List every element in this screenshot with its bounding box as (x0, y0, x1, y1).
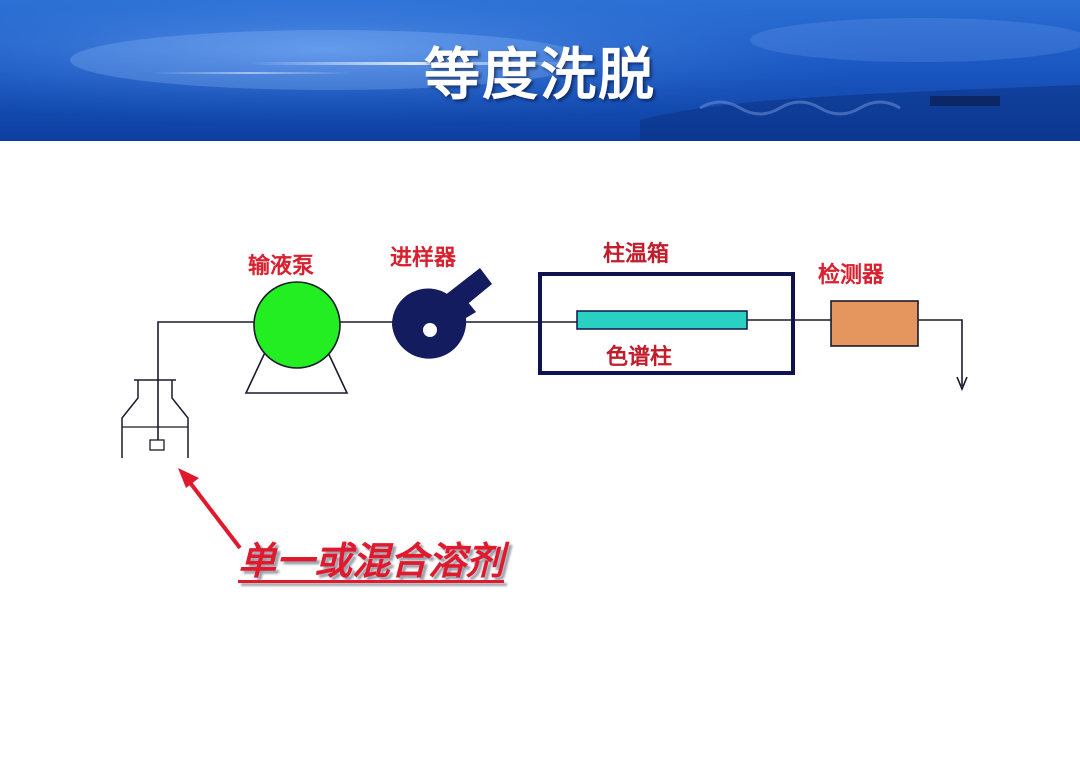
chromatography-column (576, 310, 748, 330)
solvent-label: 单一或混合溶剂 (238, 539, 505, 583)
detector-box (830, 300, 919, 347)
solvent-bottle-icon (121, 379, 189, 458)
pump-label: 输液泵 (248, 254, 315, 279)
waste-arrow-head (956, 376, 968, 392)
detector-label: 检测器 (818, 263, 885, 288)
injector-icon (391, 268, 492, 359)
tubing-solvent-to-pump (157, 321, 255, 440)
solvent-pointer-arrow (178, 468, 242, 550)
title-banner: 等度洗脱 (0, 0, 1080, 141)
column-label: 色谱柱 (606, 345, 673, 370)
page-title: 等度洗脱 (424, 42, 656, 108)
banner-background-art (0, 0, 1080, 141)
pump-icon (244, 281, 349, 394)
column-oven-box (538, 272, 795, 375)
column-oven-label: 柱温箱 (603, 242, 670, 267)
injector-label: 进样器 (390, 246, 457, 271)
tubing-to-waste (918, 319, 963, 386)
